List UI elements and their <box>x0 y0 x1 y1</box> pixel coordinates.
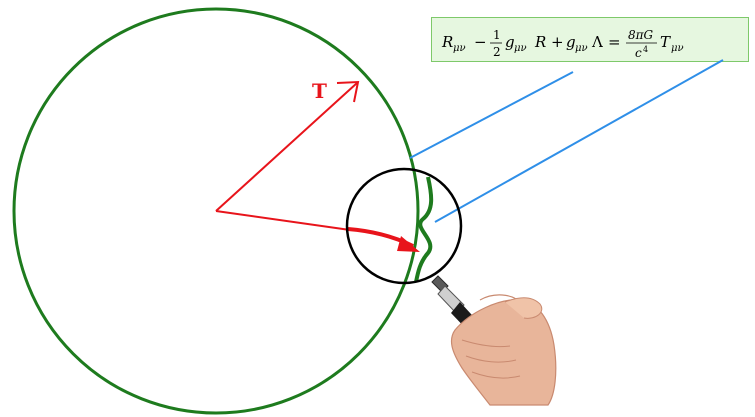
eq-R2: R <box>534 33 546 51</box>
magnifier-lens <box>345 167 463 285</box>
perturbed-spacetime-curve <box>414 176 434 283</box>
eq-frac-one: 1 <box>493 28 501 42</box>
eq-frac-two: 2 <box>493 45 501 59</box>
eq-denominator-exp: 4 <box>643 45 648 54</box>
vector-perturbed-line <box>215 210 351 231</box>
eq-g1-sub: μν <box>514 43 527 54</box>
eq-R-sub: μν <box>453 43 466 54</box>
vector-T-line <box>215 82 358 212</box>
eq-plus: + <box>551 33 564 51</box>
eq-minus: − <box>474 33 487 51</box>
eq-g2: g <box>566 33 576 51</box>
einstein-field-equation: R μν − 1 2 g μν R + g μν Λ = 8πG c 4 T μ… <box>441 28 684 60</box>
eq-equals: = <box>608 33 621 51</box>
vector-T-arrowhead <box>336 80 360 103</box>
eq-R: R <box>441 33 453 51</box>
eq-numerator: 8πG <box>628 28 654 42</box>
eq-g1: g <box>505 33 515 51</box>
connector-line-outer <box>409 71 574 159</box>
eq-lambda: Λ <box>591 33 603 51</box>
connector-line-inner <box>434 59 724 223</box>
vector-perturbed-arrowhead <box>397 236 420 252</box>
orbit-circle <box>12 7 420 415</box>
hand-holding-magnifier-icon <box>431 275 557 406</box>
eq-g2-sub: μν <box>575 43 588 54</box>
eq-denominator-c: c <box>635 46 642 60</box>
eq-T: T <box>660 33 671 51</box>
vector-T-label: T <box>312 79 327 103</box>
equation-box: R μν − 1 2 g μν R + g μν Λ = 8πG c 4 T μ… <box>431 17 749 62</box>
eq-T-sub: μν <box>671 43 684 54</box>
